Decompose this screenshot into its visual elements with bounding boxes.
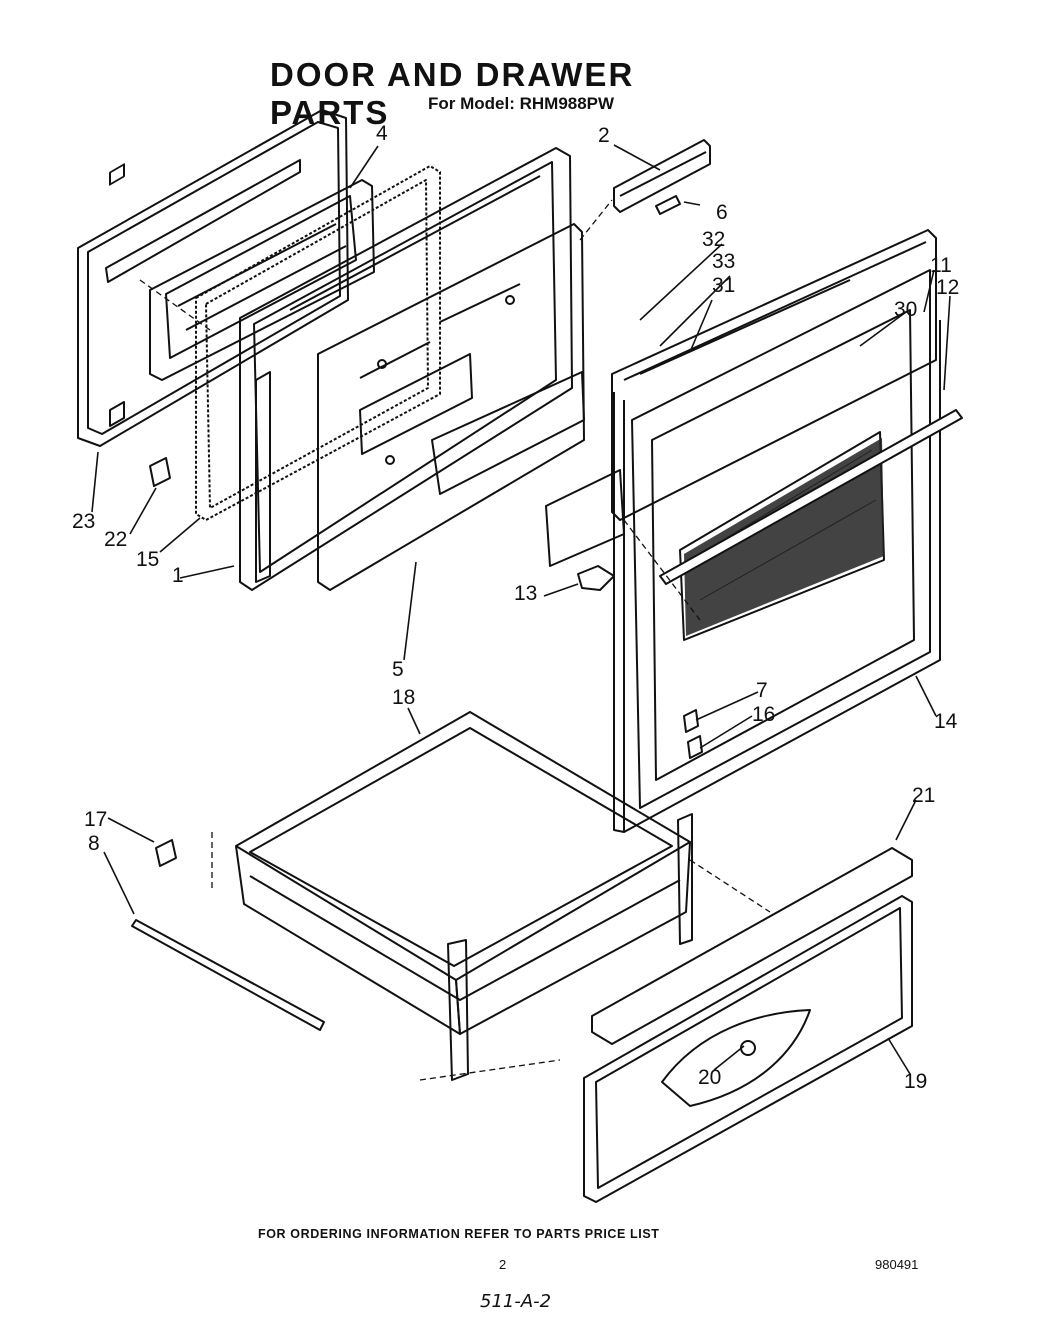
callout-20: 20 (698, 1066, 721, 1089)
callout-11: 11 (930, 254, 952, 277)
callout-7: 7 (756, 679, 768, 702)
callout-4: 4 (376, 122, 388, 145)
ordering-note: FOR ORDERING INFORMATION REFER TO PARTS … (258, 1227, 660, 1241)
inner-door-panel (317, 223, 585, 591)
small-hinge-22 (149, 457, 171, 487)
callout-15: 15 (136, 548, 159, 571)
page-number: 2 (499, 1257, 507, 1272)
handwritten-note: 511-A-2 (480, 1291, 552, 1312)
callout-33: 33 (712, 250, 735, 273)
drawer-clip (155, 839, 177, 867)
drawer-front-panel (583, 895, 913, 1203)
oven-front-frame (611, 229, 941, 833)
hinge-pin (655, 195, 681, 215)
callout-8: 8 (88, 832, 100, 855)
door-gasket (195, 165, 441, 521)
callout-30: 30 (894, 298, 917, 321)
callout-5: 5 (392, 658, 404, 681)
callout-19: 19 (904, 1070, 927, 1093)
callout-23: 23 (72, 510, 95, 533)
callout-2: 2 (598, 124, 610, 147)
lower-hinge (577, 565, 615, 591)
callout-32: 32 (702, 228, 725, 251)
document-code: 980491 (875, 1257, 919, 1272)
outer-door-panel (77, 109, 349, 447)
callout-18: 18 (392, 686, 415, 709)
clip-16 (687, 735, 703, 759)
drawer-rod (131, 919, 325, 1031)
latch-plate (545, 469, 625, 567)
drawer-body (235, 711, 693, 1081)
door-liner-frame (239, 147, 573, 591)
door-handle (659, 409, 963, 585)
callout-21: 21 (912, 784, 935, 807)
clip-7 (683, 709, 699, 733)
callout-16: 16 (752, 703, 775, 726)
drawer-bracket (591, 847, 913, 1045)
callout-12: 12 (936, 276, 959, 299)
callout-31: 31 (712, 274, 735, 297)
drawer-bumper-cutaway (661, 1009, 811, 1107)
callout-1: 1 (172, 564, 184, 587)
callout-6: 6 (716, 201, 728, 224)
callout-22: 22 (104, 528, 127, 551)
hinge-bracket (613, 139, 711, 213)
callout-13: 13 (514, 582, 537, 605)
callout-14: 14 (934, 710, 958, 733)
model-subtitle: For Model: RHM988PW (428, 94, 615, 113)
callout-17: 17 (84, 808, 107, 831)
